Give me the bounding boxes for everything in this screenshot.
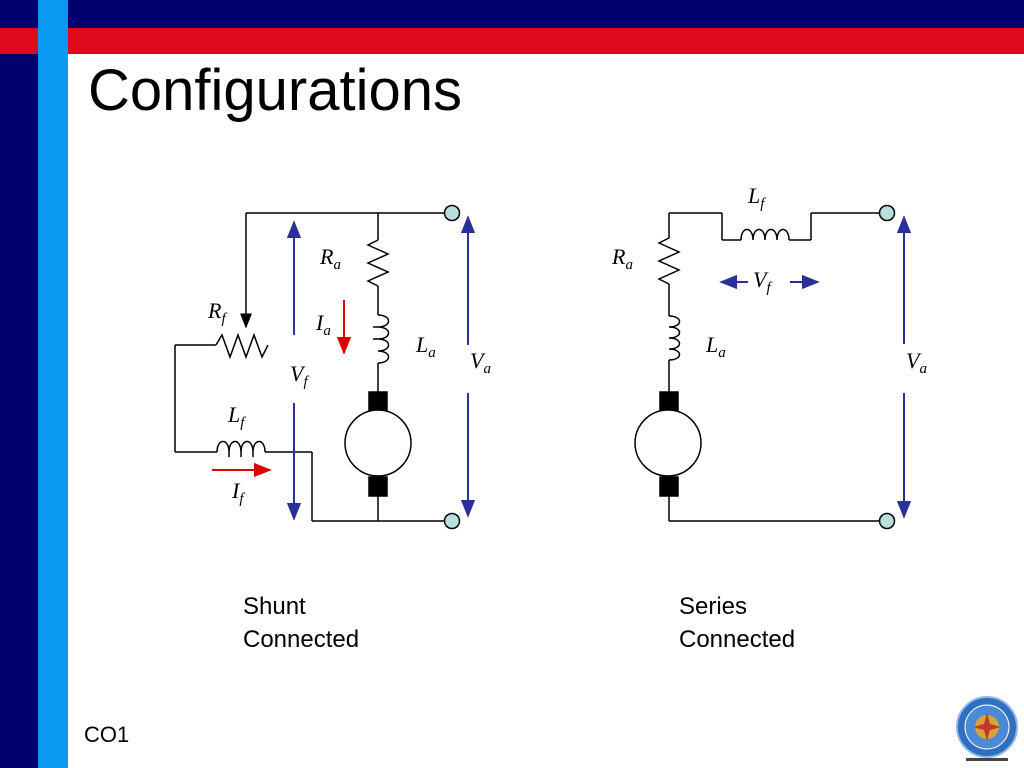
armature-resistor xyxy=(366,239,390,287)
left-light-bar xyxy=(38,0,68,768)
armature-inductor xyxy=(377,314,390,364)
label-series-va: Va xyxy=(906,348,927,377)
series-terminal-bottom xyxy=(878,512,896,530)
shunt-caption: Shunt Connected xyxy=(243,590,359,656)
series-motor-brush-top xyxy=(659,391,679,411)
label-shunt-la: La xyxy=(415,332,436,361)
left-light-bar-segment xyxy=(38,28,68,54)
slide-title: Configurations xyxy=(88,58,462,123)
label-series-lf: Lf xyxy=(747,183,766,212)
series-caption-line2: Connected xyxy=(679,626,796,653)
label-shunt-ia: Ia xyxy=(315,310,331,339)
footer-code: CO1 xyxy=(84,722,130,747)
label-series-la: La xyxy=(705,332,726,361)
shunt-circuit xyxy=(174,212,446,522)
label-series-vf: Vf xyxy=(753,267,772,296)
motor-brush-bottom xyxy=(368,476,388,497)
shunt-caption-line1: Shunt xyxy=(243,593,306,620)
label-series-ra: Ra xyxy=(611,244,633,273)
label-shunt-lf: Lf xyxy=(227,402,246,431)
label-shunt-ra: Ra xyxy=(319,244,341,273)
shunt-caption-line2: Connected xyxy=(243,626,360,653)
label-shunt-if: If xyxy=(231,478,245,507)
top-red-bar xyxy=(0,28,1024,54)
series-circuit xyxy=(634,212,880,522)
institution-seal-icon xyxy=(956,696,1018,761)
field-inductor xyxy=(216,440,266,453)
series-terminal-top xyxy=(878,204,896,222)
motor-armature xyxy=(344,409,412,477)
series-motor-brush-bottom xyxy=(659,476,679,497)
shunt-terminal-top xyxy=(443,204,461,222)
label-shunt-rf: Rf xyxy=(207,298,227,327)
series-armature-resistor xyxy=(657,237,681,285)
label-shunt-va: Va xyxy=(470,348,491,377)
top-dark-bar xyxy=(68,0,1024,28)
field-rheostat xyxy=(215,332,269,360)
series-motor-armature xyxy=(634,409,702,477)
shunt-terminal-bottom xyxy=(443,512,461,530)
series-caption: Series Connected xyxy=(679,590,795,656)
series-caption-line1: Series xyxy=(679,593,748,620)
series-field-inductor xyxy=(740,228,790,241)
series-armature-inductor xyxy=(668,315,681,361)
left-dark-bar xyxy=(0,0,38,768)
label-shunt-vf: Vf xyxy=(290,361,309,390)
motor-brush-top xyxy=(368,391,388,411)
